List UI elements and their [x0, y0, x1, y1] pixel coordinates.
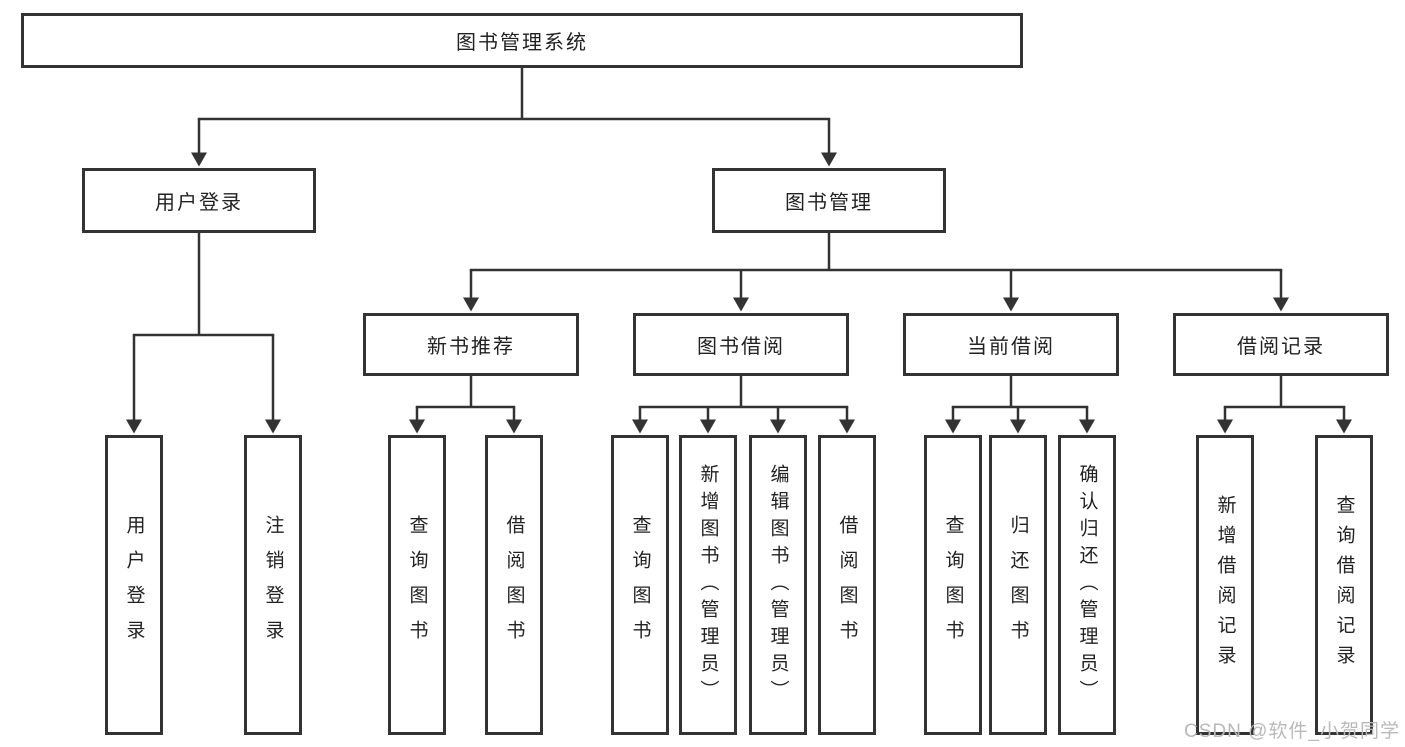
- node-borrow-records: 借阅记录: [1173, 313, 1389, 376]
- leaf-label: 借阅图书: [503, 515, 525, 655]
- node-current-borrow: 当前借阅: [903, 313, 1119, 376]
- leaf-label: 新增借阅记录: [1214, 495, 1236, 675]
- leaf-query-book-borrow: 查询图书: [611, 435, 669, 735]
- leaf-label: 用户登录: [123, 515, 145, 655]
- leaf-confirm-return-admin: 确认归还（管理员）: [1058, 435, 1116, 735]
- leaf-label: 借阅图书: [836, 515, 858, 655]
- leaf-label: 注销登录: [262, 515, 284, 655]
- leaf-label: 归还图书: [1007, 515, 1029, 655]
- leaf-borrow-book-recommend: 借阅图书: [485, 435, 543, 735]
- leaf-label: 查询图书: [629, 515, 651, 655]
- leaf-query-book-recommend: 查询图书: [388, 435, 446, 735]
- connector-arrows: [126, 119, 1352, 434]
- leaf-label: 确认归还（管理员）: [1076, 463, 1098, 707]
- leaf-label: 新增图书（管理员）: [697, 463, 719, 707]
- leaf-label: 编辑图书（管理员）: [767, 463, 789, 707]
- leaf-logout: 注销登录: [244, 435, 302, 735]
- node-book-borrow: 图书借阅: [633, 313, 849, 376]
- leaf-query-borrow-record: 查询借阅记录: [1315, 435, 1373, 735]
- leaf-label: 查询图书: [406, 515, 428, 655]
- leaf-user-login: 用户登录: [105, 435, 163, 735]
- leaf-label: 查询借阅记录: [1333, 495, 1355, 675]
- connector-trunks: [132, 66, 1346, 409]
- node-new-book-recommend: 新书推荐: [363, 313, 579, 376]
- leaf-add-book-admin: 新增图书（管理员）: [679, 435, 737, 735]
- leaf-borrow-book: 借阅图书: [818, 435, 876, 735]
- leaf-edit-book-admin: 编辑图书（管理员）: [749, 435, 807, 735]
- leaf-query-book-current: 查询图书: [924, 435, 982, 735]
- node-user-login: 用户登录: [82, 168, 316, 233]
- leaf-return-book: 归还图书: [989, 435, 1047, 735]
- node-root: 图书管理系统: [21, 13, 1023, 68]
- leaf-add-borrow-record: 新增借阅记录: [1196, 435, 1254, 735]
- node-book-management: 图书管理: [712, 168, 946, 233]
- watermark-text: CSDN @软件_小贺同学: [1184, 721, 1400, 742]
- leaf-label: 查询图书: [942, 515, 964, 655]
